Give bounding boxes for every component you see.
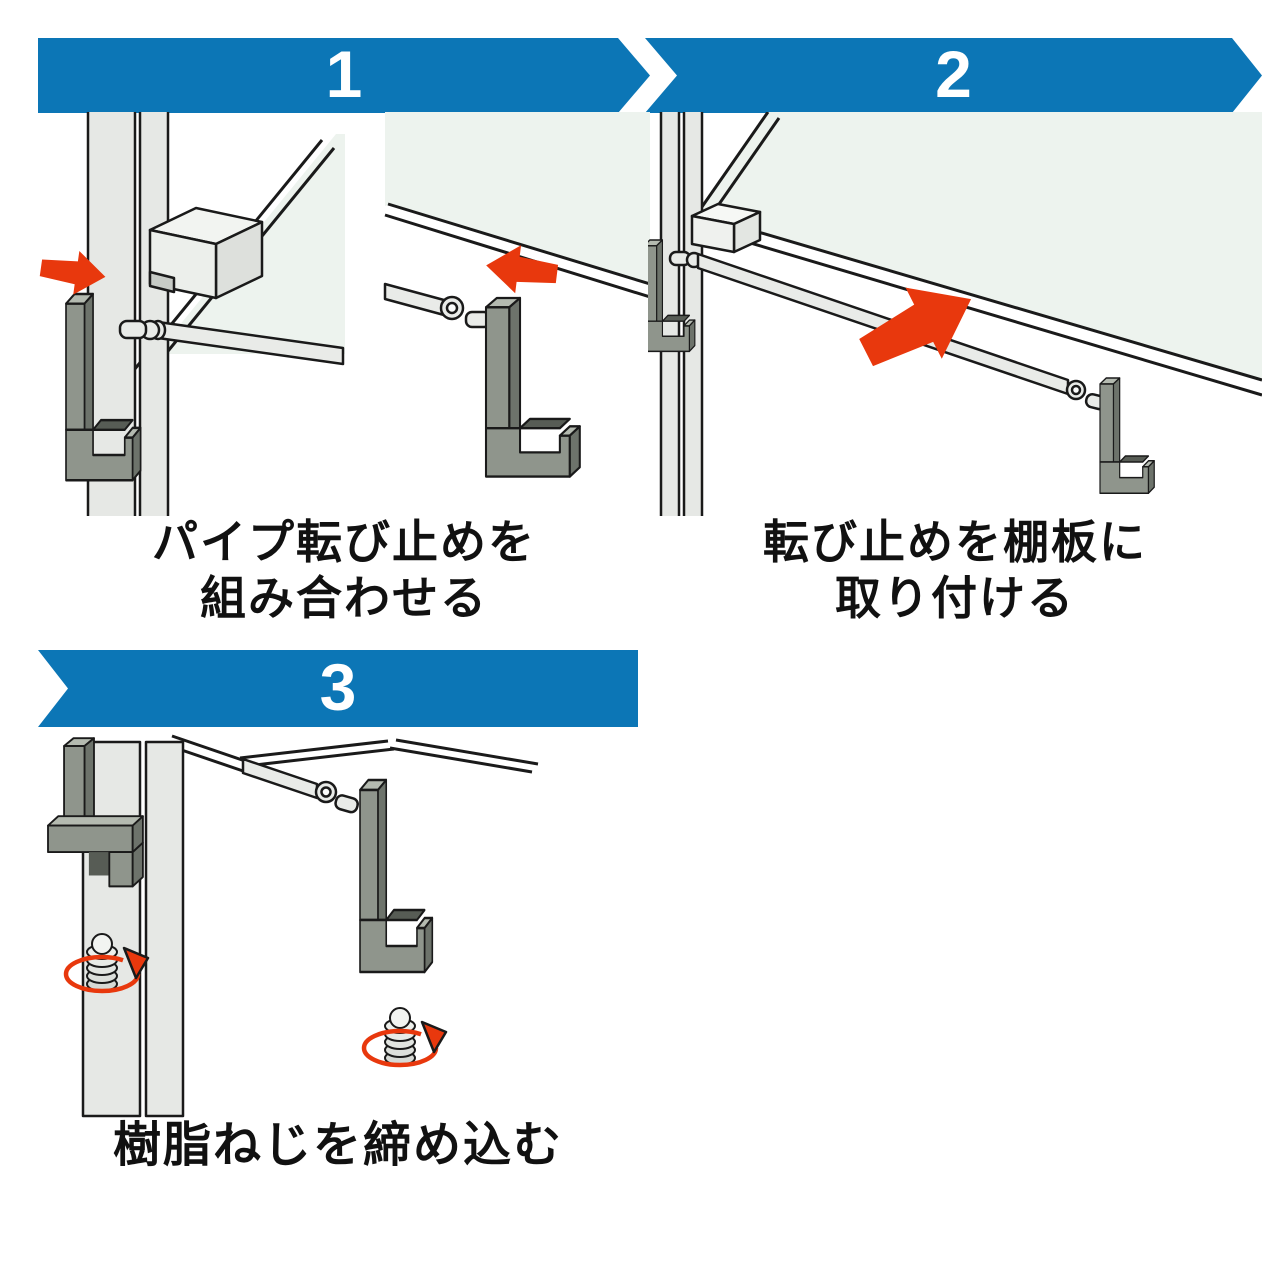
- resin-screw: [85, 932, 119, 993]
- step1-caption: パイプ転び止めを 組み合わせる: [38, 514, 650, 626]
- step1-illustration: [38, 112, 650, 516]
- pipe: [668, 250, 1108, 411]
- step2-banner: 2: [645, 38, 1262, 113]
- pipe: [241, 757, 359, 814]
- shelf-board: [695, 112, 1262, 397]
- post: [659, 112, 704, 516]
- step3-number: 3: [319, 649, 357, 724]
- post: [81, 740, 185, 1118]
- resin-screw: [383, 1006, 417, 1067]
- step3-caption: 樹脂ねじを締め込む: [38, 1118, 638, 1174]
- pipe-holder-bracket: [690, 202, 762, 254]
- step1-caption-line2: 組み合わせる: [200, 572, 488, 624]
- pipe-holder-bracket: [148, 206, 264, 300]
- step2-number: 2: [935, 36, 972, 111]
- shelf-board: [239, 738, 539, 774]
- step3-banner: 3: [38, 650, 638, 727]
- step2-illustration: [648, 112, 1262, 516]
- step1-banner: 1: [38, 38, 650, 113]
- pipe: [383, 282, 492, 329]
- step2-caption-line1: 転び止めを棚板に: [763, 516, 1147, 568]
- pipe: [118, 319, 345, 366]
- step2-caption-line2: 取り付ける: [835, 572, 1075, 624]
- anti-tip-clamp: [358, 778, 434, 974]
- step3-caption-line1: 樹脂ねじを締め込む: [112, 1119, 563, 1172]
- step3-illustration: [47, 734, 539, 1118]
- step1-caption-line1: パイプ転び止めを: [152, 516, 536, 568]
- anti-tip-clamp: [484, 296, 581, 478]
- step2-caption: 転び止めを棚板に 取り付ける: [648, 514, 1262, 626]
- step1-number: 1: [325, 36, 363, 111]
